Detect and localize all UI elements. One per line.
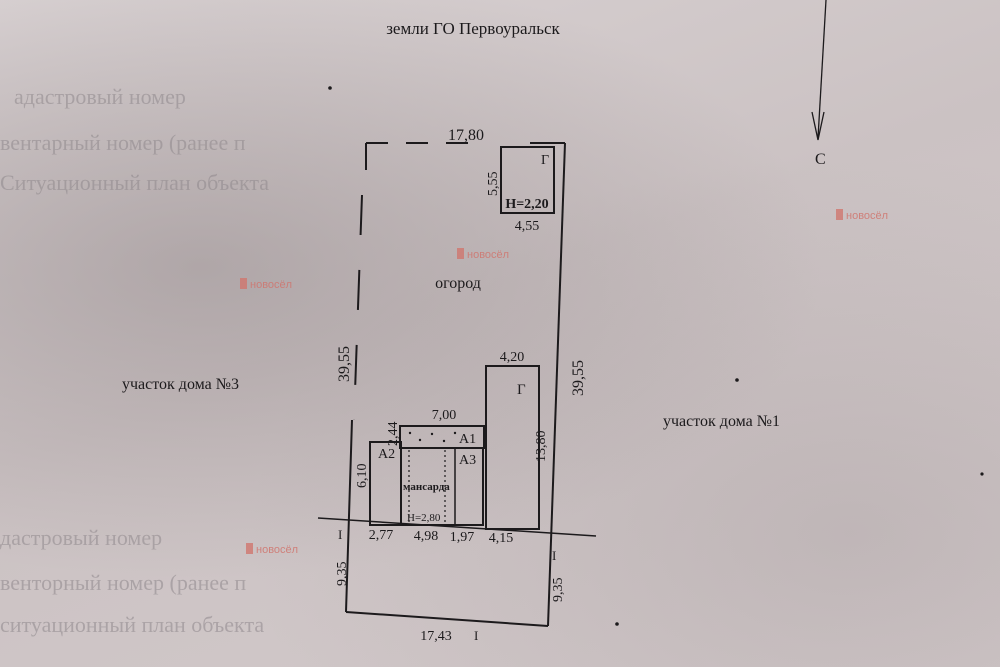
svg-text:новосёл: новосёл <box>250 279 292 291</box>
dim-seg3: 1,97 <box>450 530 475 545</box>
bottom-mark: I <box>474 628 478 643</box>
dim-seg2: 4,98 <box>414 529 439 544</box>
house-height: H=2,80 <box>407 512 441 524</box>
plan-title: земли ГО Первоуральск <box>386 19 560 38</box>
plot-boundary <box>345 142 566 627</box>
speck <box>980 472 984 476</box>
dim-garage2-side: 13,80 <box>534 431 549 463</box>
garden-label: огород <box>435 275 481 292</box>
dim-seg1: 2,77 <box>369 528 394 543</box>
house-a2-label: А2 <box>378 447 395 462</box>
house-a3-label: А3 <box>459 453 476 468</box>
speck <box>615 622 619 626</box>
house-a1-label: А1 <box>459 432 476 447</box>
dim-seg4: 4,15 <box>489 531 514 546</box>
garage-top-height: H=2,20 <box>505 197 548 212</box>
speck <box>328 86 332 90</box>
house-a3 <box>454 447 484 526</box>
dim-left-side: 39,55 <box>336 346 353 382</box>
north-arrow-icon <box>811 0 827 141</box>
ghost-text-2: вентарный номер (ранее п <box>0 130 246 155</box>
svg-text:новосёл: новосёл <box>846 210 888 222</box>
plot-right-label: участок дома №1 <box>663 413 780 430</box>
front-mark-left: I <box>338 527 342 542</box>
dim-a1-side: 2,44 <box>386 422 401 447</box>
watermark-2: новосёл <box>240 278 292 291</box>
ghost-text-3: Ситуационный план объекта <box>0 170 269 195</box>
ghost-text-4: дастровый номер <box>0 525 162 550</box>
watermark-4: новосёл <box>246 543 298 556</box>
house-a1-dots <box>408 431 457 443</box>
dim-garage2-width: 4,20 <box>500 350 525 365</box>
plot-left-label: участок дома №3 <box>122 376 239 393</box>
house-attic-label: мансарда <box>403 481 450 493</box>
ghost-text-1: адастровый номер <box>14 84 186 109</box>
dim-garage-width: 4,55 <box>515 219 540 234</box>
dim-front-left: 9,35 <box>335 562 350 587</box>
dim-garage-side: 5,55 <box>486 172 501 197</box>
front-mark-right: I <box>552 548 556 563</box>
watermark-1: новосёл <box>457 248 509 261</box>
garage-right-label: Г <box>517 382 526 398</box>
svg-text:новосёл: новосёл <box>467 249 509 261</box>
dim-right-side: 39,55 <box>570 360 587 396</box>
dim-a1-width: 7,00 <box>432 408 457 423</box>
speck <box>735 378 739 382</box>
garage-top-label: Г <box>541 153 549 168</box>
ghost-text-5: венторный номер (ранее п <box>0 570 246 595</box>
watermark-3: новосёл <box>836 209 888 222</box>
dim-bottom-width: 17,43 <box>420 629 452 644</box>
dim-front-right: 9,35 <box>551 578 566 603</box>
north-label: С <box>815 151 826 168</box>
ghost-text-6: ситуационный план объекта <box>0 612 264 637</box>
dim-house-side: 6,10 <box>355 464 370 489</box>
garage-top-building <box>500 146 555 214</box>
dim-top-width: 17,80 <box>448 127 484 144</box>
svg-text:новосёл: новосёл <box>256 544 298 556</box>
garage-right-building <box>485 365 540 530</box>
